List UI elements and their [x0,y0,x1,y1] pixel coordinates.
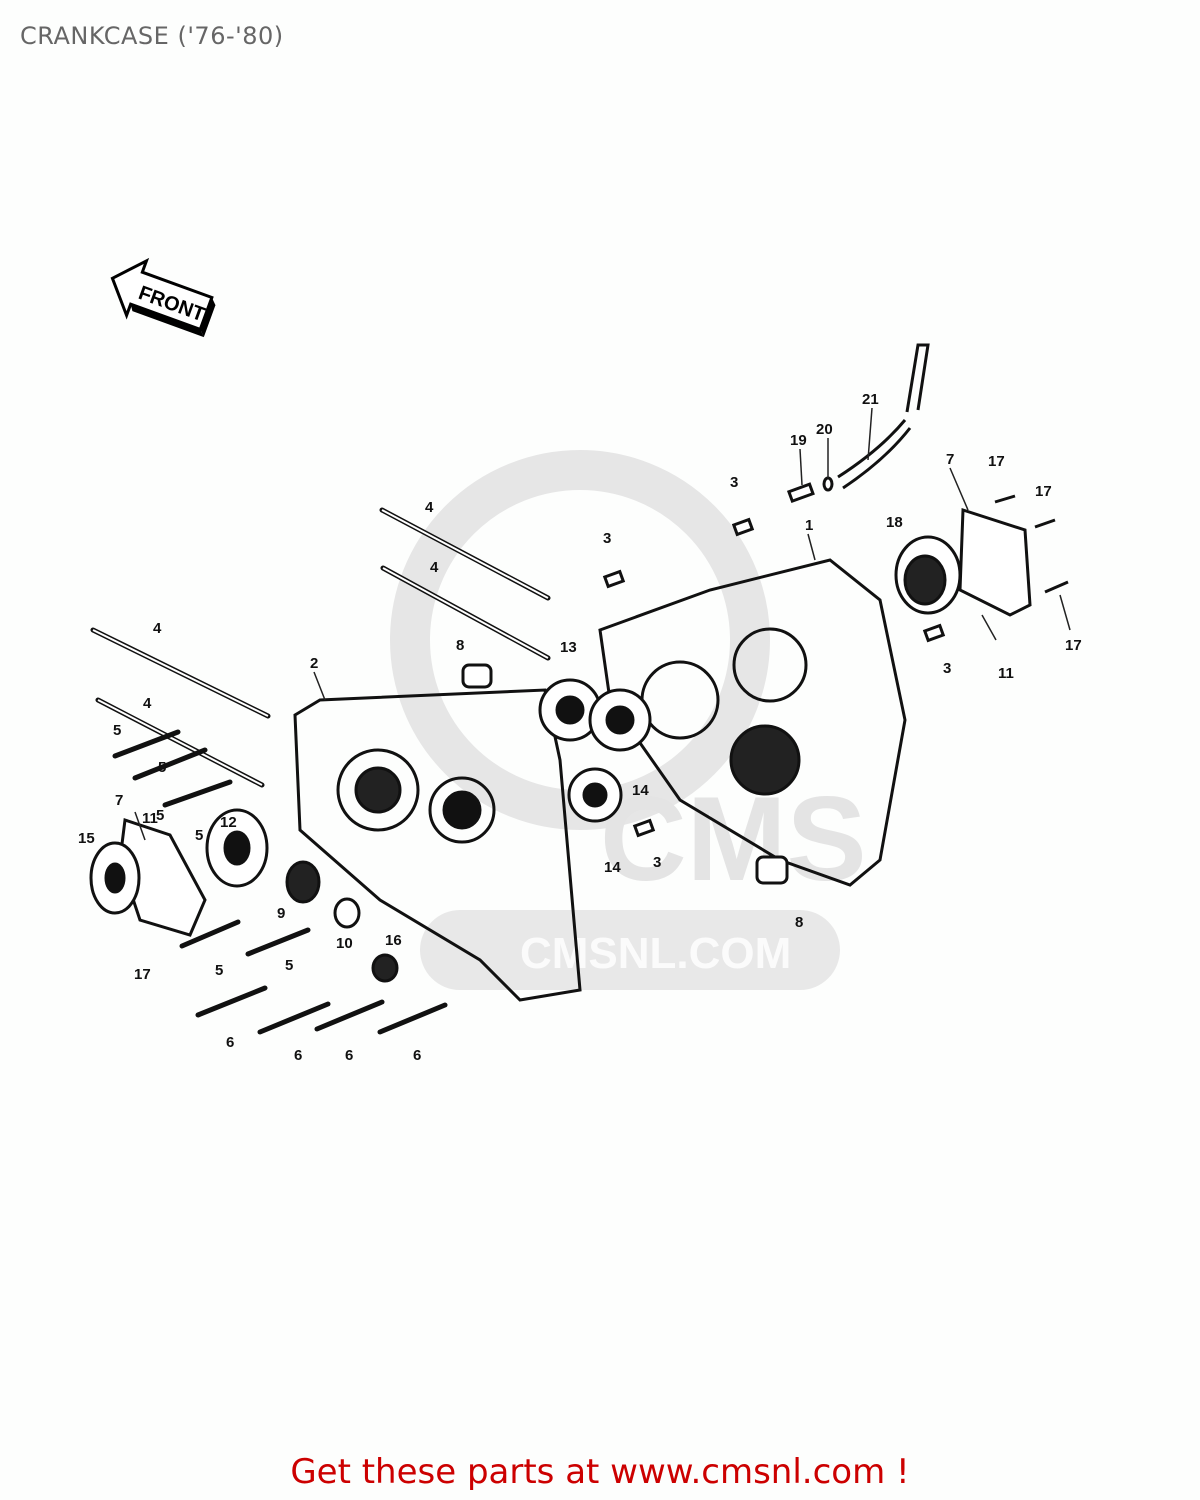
svg-text:6: 6 [413,1047,421,1064]
svg-text:3: 3 [730,474,738,491]
svg-text:5: 5 [195,827,203,844]
svg-text:CMSNL.COM: CMSNL.COM [520,929,791,978]
shop-link-banner[interactable]: Get these parts at www.cmsnl.com ! [290,1452,910,1492]
dowel-pins [461,517,946,885]
svg-text:5: 5 [285,957,293,974]
svg-text:4: 4 [153,620,162,637]
svg-text:15: 15 [78,830,95,847]
page-title: CRANKCASE ('76-'80) [20,22,284,50]
svg-text:3: 3 [603,530,611,547]
svg-text:20: 20 [816,421,833,438]
svg-text:4: 4 [425,499,434,516]
svg-text:10: 10 [336,935,353,952]
svg-text:16: 16 [385,932,402,949]
svg-text:19: 19 [790,432,807,449]
crankcase-bolts [112,729,448,1035]
svg-text:7: 7 [115,792,123,809]
svg-text:18: 18 [886,514,903,531]
svg-text:9: 9 [277,905,285,922]
svg-text:6: 6 [345,1047,353,1064]
front-arrow-icon: FRONT [110,257,216,338]
svg-text:6: 6 [226,1034,234,1051]
svg-text:3: 3 [653,854,661,871]
right-cover-parts [894,494,1069,617]
svg-text:21: 21 [862,391,879,408]
svg-text:5: 5 [215,962,223,979]
svg-text:11: 11 [998,665,1014,682]
svg-text:6: 6 [294,1047,302,1064]
stud-bolts [90,507,551,788]
svg-text:17: 17 [988,453,1005,470]
svg-text:17: 17 [1065,637,1082,654]
svg-text:17: 17 [134,966,151,983]
svg-text:12: 12 [220,814,237,831]
part-number-labels: 1 2 3 3 3 3 4 4 4 4 5 5 5 5 5 5 6 6 6 6 … [78,391,1082,1064]
svg-text:14: 14 [632,782,649,799]
svg-text:3: 3 [943,660,951,677]
svg-text:5: 5 [113,722,121,739]
svg-text:14: 14 [604,859,621,876]
svg-text:7: 7 [946,451,954,468]
leader-lines [134,407,1071,841]
svg-text:8: 8 [456,637,464,654]
svg-text:1: 1 [805,517,813,534]
svg-text:4: 4 [430,559,439,576]
svg-text:8: 8 [795,914,803,931]
svg-text:5: 5 [156,807,164,824]
left-crankcase-half [293,688,582,1002]
svg-text:17: 17 [1035,483,1052,500]
svg-text:13: 13 [560,639,577,656]
breather-hose [786,343,930,504]
svg-text:2: 2 [310,655,318,672]
svg-text:4: 4 [143,695,152,712]
svg-text:5: 5 [158,759,166,776]
svg-text:CMS: CMS [600,772,867,906]
crank-bearings [538,678,652,823]
left-cover-parts [89,808,399,983]
svg-text:11: 11 [142,810,158,827]
